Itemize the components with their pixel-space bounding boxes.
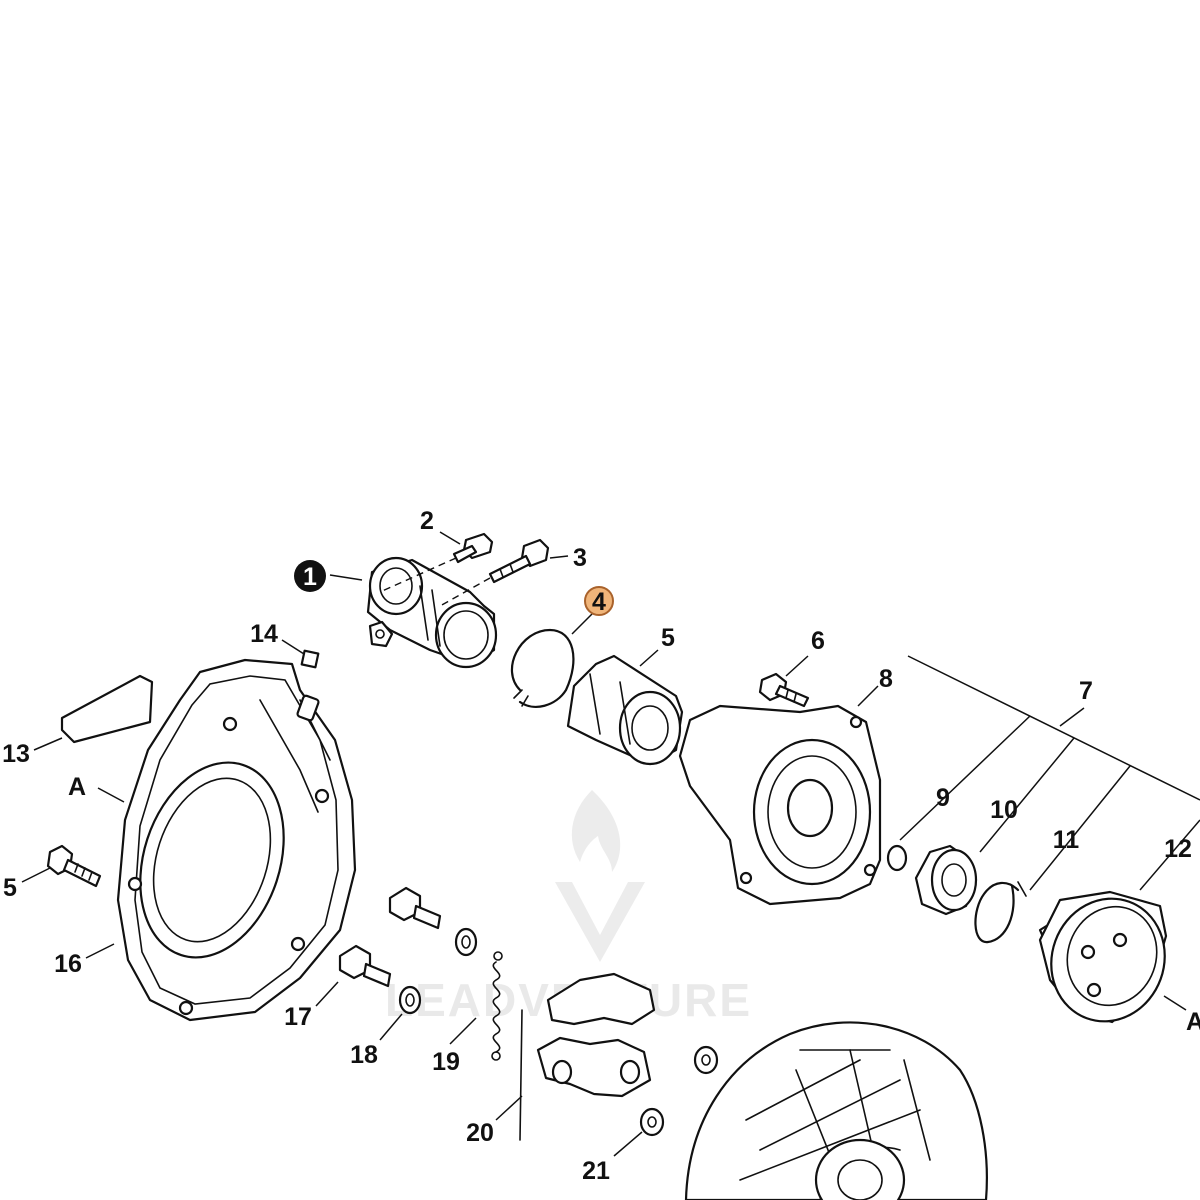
callout-14: 14 bbox=[250, 620, 278, 648]
part-2-screw bbox=[379, 532, 494, 593]
callout-5-upper: 5 bbox=[661, 624, 675, 652]
callout-5-lower: 5 bbox=[3, 874, 17, 902]
svg-text:4: 4 bbox=[592, 588, 606, 616]
leader-lines bbox=[21, 531, 1200, 1157]
part-flywheel bbox=[684, 1021, 988, 1200]
part-18-washers bbox=[398, 927, 478, 1015]
part-8-clutch-housing bbox=[678, 704, 882, 906]
part-5-housing-screw bbox=[46, 844, 102, 888]
part-3-long-screw bbox=[439, 538, 550, 607]
part-17-shoulder-screws bbox=[338, 886, 442, 988]
callout-7: 7 bbox=[1079, 677, 1093, 705]
callout-4-highlighted: 4 bbox=[584, 586, 614, 616]
part-11-circlip bbox=[974, 881, 1027, 944]
watermark-flame-icon bbox=[571, 790, 621, 872]
part-13-label-plate bbox=[60, 674, 154, 744]
callout-21: 21 bbox=[582, 1157, 610, 1185]
watermark-v-icon bbox=[555, 882, 645, 962]
part-21-washers bbox=[639, 1045, 719, 1137]
callout-18: 18 bbox=[350, 1041, 378, 1069]
callout-13: 13 bbox=[2, 740, 30, 768]
part-12-clutch-drum bbox=[1038, 890, 1168, 1024]
callout-20: 20 bbox=[466, 1119, 494, 1147]
callout-1: 1 bbox=[294, 560, 326, 592]
svg-text:1: 1 bbox=[303, 563, 317, 591]
callout-19: 19 bbox=[432, 1048, 460, 1076]
callout-17: 17 bbox=[284, 1003, 312, 1031]
part-6-screw bbox=[758, 672, 810, 708]
callout-6: 6 bbox=[811, 627, 825, 655]
part-1-clamp-housing bbox=[366, 556, 498, 669]
callout-16: 16 bbox=[54, 950, 82, 978]
callout-11: 11 bbox=[1053, 826, 1080, 854]
part-5-coupling-sleeve bbox=[566, 654, 684, 766]
callout-8: 8 bbox=[879, 665, 893, 693]
section-marker-right: A bbox=[1163, 995, 1200, 1036]
part-10-ball-bearing bbox=[914, 844, 978, 916]
svg-text:A: A bbox=[68, 773, 86, 801]
callout-9: 9 bbox=[936, 784, 950, 812]
callout-12: 12 bbox=[1164, 835, 1192, 863]
callout-10: 10 bbox=[990, 796, 1018, 824]
part-20-clutch-shoes bbox=[519, 972, 656, 1141]
part-9-snap-ring bbox=[886, 844, 908, 872]
part-14-sticker bbox=[300, 649, 320, 669]
part-16-fan-housing bbox=[116, 658, 357, 1022]
callout-3: 3 bbox=[573, 544, 587, 572]
section-marker-left: A bbox=[68, 773, 125, 803]
callout-2: 2 bbox=[420, 507, 434, 535]
svg-text:A: A bbox=[1186, 1008, 1200, 1036]
part-19-spring bbox=[491, 951, 503, 1061]
part-4-circlip bbox=[510, 628, 575, 708]
